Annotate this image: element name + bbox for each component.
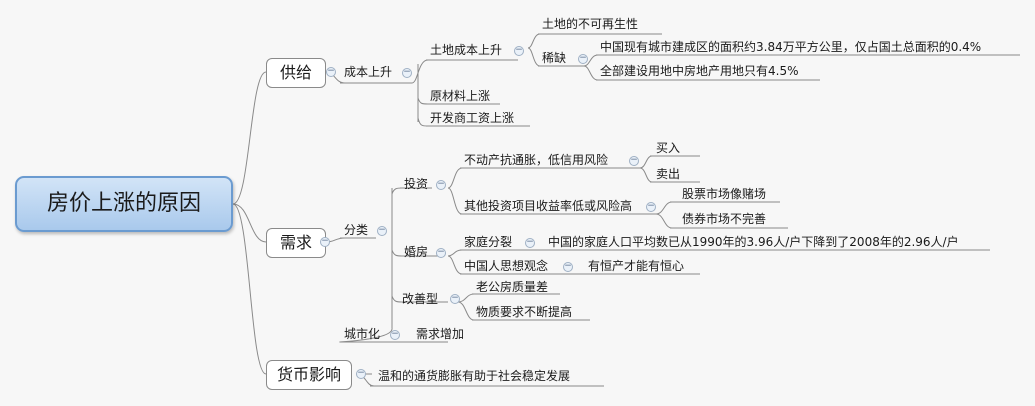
collapse-cost-icon[interactable]: − xyxy=(402,67,412,78)
node-thinking[interactable]: 中国人思想观念 xyxy=(464,259,549,273)
node-cost-rise[interactable]: 成本上升 xyxy=(344,65,393,79)
collapse-invest-icon[interactable]: − xyxy=(436,179,446,190)
node-mild-inflation[interactable]: 温和的通货膨胀有助于社会稳定发展 xyxy=(378,369,571,383)
connector-root-demand xyxy=(232,203,267,243)
connector-root-supply xyxy=(232,71,267,205)
collapse-money-icon[interactable]: − xyxy=(356,368,366,379)
collapse-thinking-icon[interactable]: − xyxy=(563,261,573,272)
node-marriage[interactable]: 婚房 xyxy=(404,245,429,259)
collapse-marriage-icon[interactable]: − xyxy=(436,247,446,258)
topic-supply[interactable]: 供给 xyxy=(266,58,326,88)
collapse-urban-icon[interactable]: − xyxy=(390,329,400,340)
collapse-demand-icon[interactable]: − xyxy=(320,236,330,247)
collapse-family-icon[interactable]: − xyxy=(525,237,535,248)
collapse-other-icon[interactable]: − xyxy=(646,201,656,212)
root-topic[interactable]: 房价上涨的原因 xyxy=(15,176,233,232)
topic-demand[interactable]: 需求 xyxy=(266,228,326,258)
node-thinking-detail[interactable]: 有恒产才能有恒心 xyxy=(588,259,685,273)
collapse-scarce-icon[interactable]: − xyxy=(578,53,588,64)
node-urban[interactable]: 城市化 xyxy=(344,327,381,341)
node-scarce[interactable]: 稀缺 xyxy=(542,51,567,65)
node-urban-detail[interactable]: 需求增加 xyxy=(416,327,465,341)
node-invest[interactable]: 投资 xyxy=(404,177,429,191)
collapse-supply-icon[interactable]: − xyxy=(326,66,336,77)
node-wage[interactable]: 开发商工资上涨 xyxy=(430,111,515,125)
node-scarce-area[interactable]: 中国现有城市建成区的面积约3.84万平方公里，仅占国土总面积的0.4% xyxy=(600,40,982,54)
node-inflation[interactable]: 不动产抗通胀，低信用风险 xyxy=(464,153,609,167)
node-other-invest[interactable]: 其他投资项目收益率低或风险高 xyxy=(464,199,633,213)
node-land-cost[interactable]: 土地成本上升 xyxy=(430,43,503,57)
node-classify[interactable]: 分类 xyxy=(344,223,369,237)
node-nonrenewable[interactable]: 土地的不可再生性 xyxy=(542,17,639,31)
node-material[interactable]: 原材料上涨 xyxy=(430,89,491,103)
node-bond[interactable]: 债券市场不完善 xyxy=(682,212,767,226)
node-scarce-ratio[interactable]: 全部建设用地中房地产用地只有4.5% xyxy=(600,64,799,78)
node-oldhouse[interactable]: 老公房质量差 xyxy=(476,280,549,294)
node-buy[interactable]: 买入 xyxy=(656,141,681,155)
node-material-req[interactable]: 物质要求不断提高 xyxy=(476,305,573,319)
node-sell[interactable]: 卖出 xyxy=(656,167,681,181)
node-stock[interactable]: 股票市场像赌场 xyxy=(682,187,767,201)
topic-money[interactable]: 货币影响 xyxy=(266,360,352,390)
node-improve[interactable]: 改善型 xyxy=(402,292,439,306)
collapse-inflation-icon[interactable]: − xyxy=(629,155,639,166)
collapse-land-icon[interactable]: − xyxy=(514,45,524,56)
connector-root-money xyxy=(232,203,267,375)
collapse-classify-icon[interactable]: − xyxy=(377,225,387,236)
node-family-detail[interactable]: 中国的家庭人口平均数已从1990年的3.96人/户下降到了2008年的2.96人… xyxy=(548,235,959,249)
node-family[interactable]: 家庭分裂 xyxy=(464,235,513,249)
collapse-improve-icon[interactable]: − xyxy=(450,293,460,304)
